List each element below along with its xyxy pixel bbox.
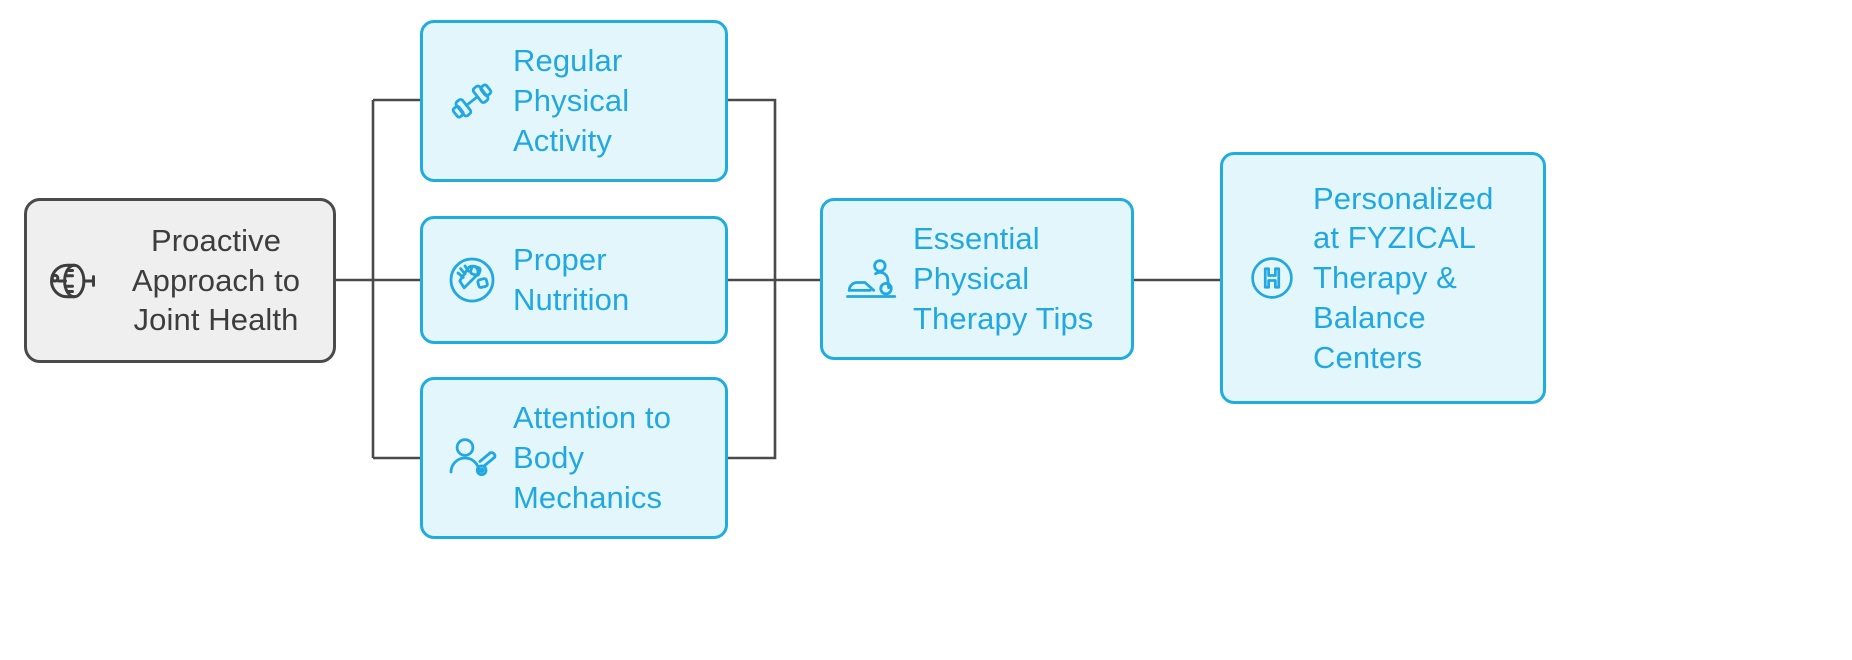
node-attention-to-body-mechanics-label: Attention to Body Mechanics [513, 398, 725, 517]
label-line: Therapy Tips [913, 300, 1094, 336]
node-proactive-approach[interactable]: Proactive Approach to Joint Health [24, 198, 336, 363]
label-line: Approach to [131, 262, 301, 298]
node-proactive-approach-label: Proactive Approach to Joint Health [117, 221, 333, 340]
label-line: Mechanics [513, 479, 663, 515]
dumbbell-icon [441, 70, 503, 132]
node-essential-physical-therapy-tips-label: Essential Physical Therapy Tips [913, 219, 1131, 338]
label-line: Therapy & [1313, 260, 1457, 296]
massage-therapy-icon [841, 248, 903, 310]
node-proper-nutrition[interactable]: Proper Nutrition [420, 216, 728, 344]
node-regular-physical-activity[interactable]: Regular Physical Activity [420, 20, 728, 182]
label-line: Body [513, 440, 585, 476]
node-attention-to-body-mechanics[interactable]: Attention to Body Mechanics [420, 377, 728, 539]
label-line: Nutrition [513, 282, 630, 317]
label-line: Joint Health [133, 302, 299, 338]
hospital-h-circle-icon [1241, 247, 1303, 309]
label-line: Personalized [1313, 180, 1494, 216]
node-personalized-at-fyzical[interactable]: Personalized at FYZICAL Therapy & Balanc… [1220, 152, 1546, 404]
edge-regular-to-merge [727, 98, 777, 280]
label-line: Attention to [513, 400, 672, 436]
label-line: Centers [1313, 339, 1423, 375]
label-line: at FYZICAL [1313, 220, 1476, 256]
node-essential-physical-therapy-tips[interactable]: Essential Physical Therapy Tips [820, 198, 1134, 360]
node-proper-nutrition-label: Proper Nutrition [513, 240, 725, 319]
label-line: Proactive [150, 222, 282, 258]
label-line: Physical [913, 261, 1030, 297]
person-body-mechanics-icon [441, 427, 503, 489]
label-line: Activity [513, 122, 612, 158]
label-line: Essential [913, 221, 1040, 257]
label-line: Physical [513, 83, 630, 119]
node-regular-physical-activity-label: Regular Physical Activity [513, 41, 725, 160]
node-personalized-at-fyzical-label: Personalized at FYZICAL Therapy & Balanc… [1313, 179, 1543, 377]
edge-mechanics-to-merge [727, 280, 777, 460]
label-line: Regular [513, 43, 623, 79]
label-line: Balance [1313, 299, 1426, 335]
joint-spine-icon [45, 250, 107, 312]
label-line: Proper [513, 242, 607, 278]
nutrition-vegetables-icon [441, 249, 503, 311]
